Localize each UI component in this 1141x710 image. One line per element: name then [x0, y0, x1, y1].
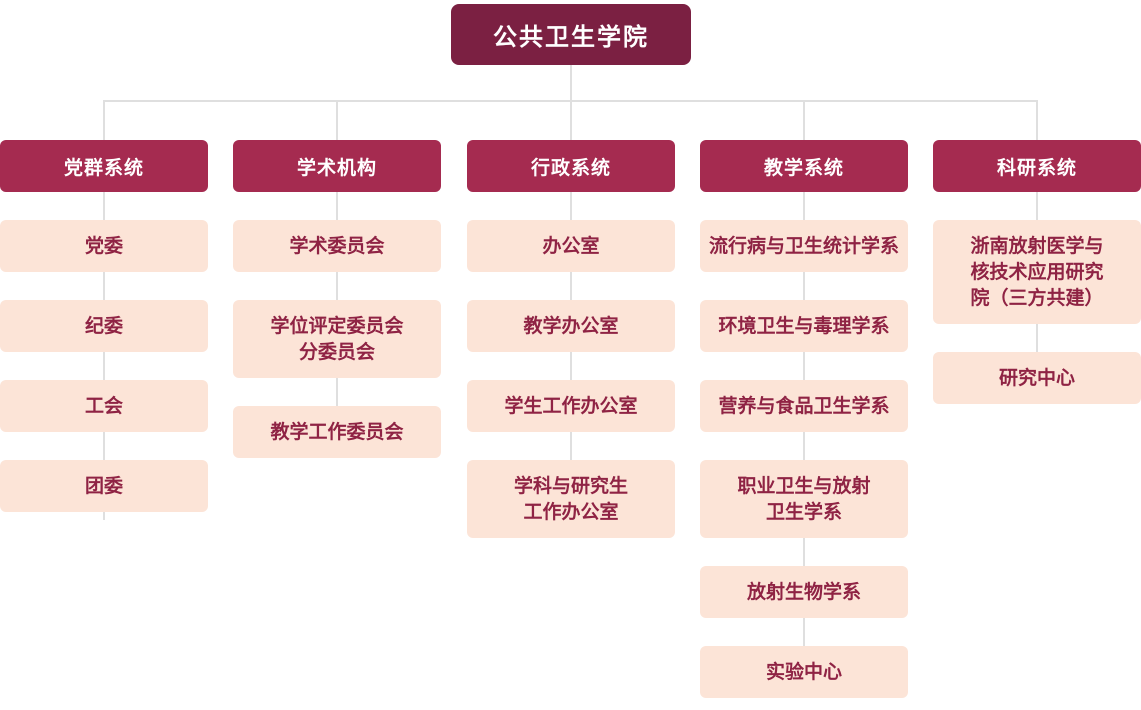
root-node: 公共卫生学院 [451, 4, 691, 65]
branch-column-teaching: 教学系统 流行病与卫生统计学系 环境卫生与毒理学系 营养与食品卫生学系 职业卫生… [700, 140, 908, 698]
org-node: 环境卫生与毒理学系 [700, 300, 908, 352]
branch-header-teaching: 教学系统 [700, 140, 908, 192]
branch-column-academic: 学术机构 学术委员会 学位评定委员会 分委员会 教学工作委员会 [233, 140, 441, 458]
connector-branch-stub [570, 100, 572, 140]
org-node: 浙南放射医学与 核技术应用研究 院（三方共建） [933, 220, 1141, 324]
org-node: 党委 [0, 220, 208, 272]
connector-branch-stub [103, 100, 105, 140]
org-node: 营养与食品卫生学系 [700, 380, 908, 432]
branch-column-party-mass: 党群系统 党委 纪委 工会 团委 [0, 140, 208, 520]
org-node: 教学工作委员会 [233, 406, 441, 458]
branch-header-academic: 学术机构 [233, 140, 441, 192]
org-node: 学科与研究生 工作办公室 [467, 460, 675, 538]
branch-column-research: 科研系统 浙南放射医学与 核技术应用研究 院（三方共建） 研究中心 [933, 140, 1141, 404]
branch-header-administrative: 行政系统 [467, 140, 675, 192]
org-node: 纪委 [0, 300, 208, 352]
org-node: 办公室 [467, 220, 675, 272]
branch-header-research: 科研系统 [933, 140, 1141, 192]
org-node: 团委 [0, 460, 208, 512]
org-node: 学术委员会 [233, 220, 441, 272]
branch-header-party-mass: 党群系统 [0, 140, 208, 192]
org-node: 流行病与卫生统计学系 [700, 220, 908, 272]
org-node: 教学办公室 [467, 300, 675, 352]
org-node: 学位评定委员会 分委员会 [233, 300, 441, 378]
branch-column-administrative: 行政系统 办公室 教学办公室 学生工作办公室 学科与研究生 工作办公室 [467, 140, 675, 538]
connector-branch-stub [1036, 100, 1038, 140]
column-connector-line [803, 180, 805, 698]
org-node: 学生工作办公室 [467, 380, 675, 432]
connector-branch-stub [336, 100, 338, 140]
connector-branch-stub [803, 100, 805, 140]
org-node: 放射生物学系 [700, 566, 908, 618]
org-node: 职业卫生与放射 卫生学系 [700, 460, 908, 538]
org-node: 实验中心 [700, 646, 908, 698]
connector-root-stub [570, 64, 572, 102]
org-node: 工会 [0, 380, 208, 432]
org-node: 研究中心 [933, 352, 1141, 404]
column-connector-line [570, 180, 572, 538]
